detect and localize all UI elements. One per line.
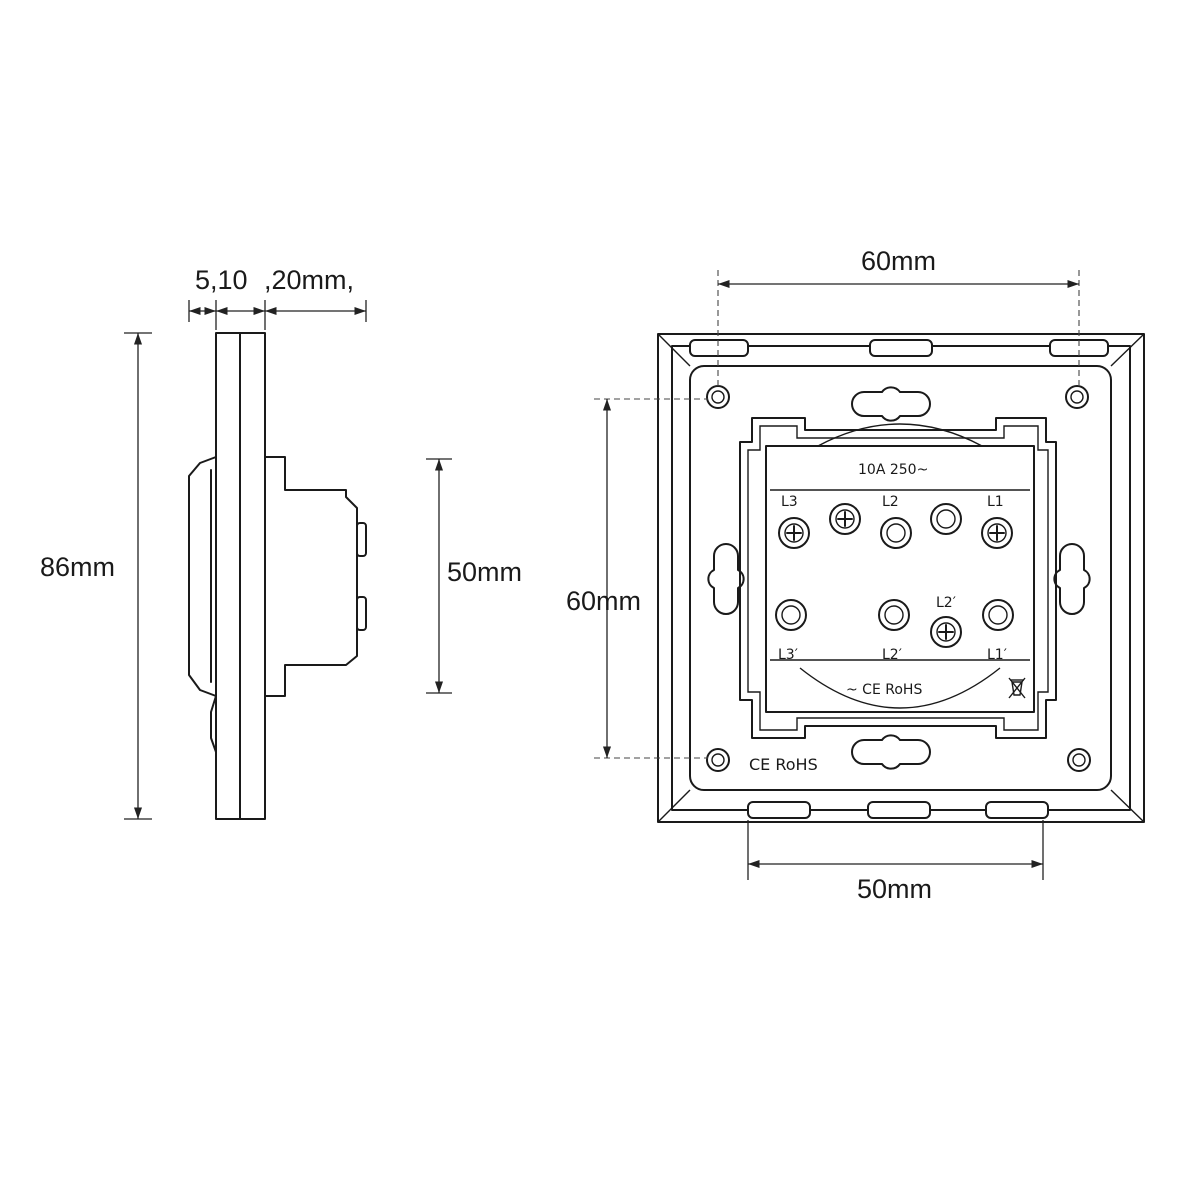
dim-label-thickness-b: ,20mm, bbox=[264, 265, 354, 295]
dim-label-height: 86mm bbox=[40, 552, 115, 582]
terminal-label-L1: L1 bbox=[987, 494, 1004, 510]
terminal-screw-L1 bbox=[981, 517, 1013, 549]
clip-tab-bottom-center bbox=[867, 801, 931, 819]
keyhole-slot-left bbox=[707, 543, 745, 615]
terminal-screw-top-2 bbox=[829, 503, 861, 535]
mechanism-housing-inner bbox=[747, 425, 1049, 731]
back-frame-inner bbox=[689, 365, 1112, 791]
terminal-block-top-arc bbox=[817, 423, 983, 447]
back-plate-outer bbox=[657, 333, 1145, 823]
mounting-hole-top-left bbox=[706, 385, 730, 409]
dim-label-body-height: 50mm bbox=[447, 557, 522, 587]
terminal-screw-L3 bbox=[778, 517, 810, 549]
terminal-screw-L2-prime bbox=[930, 616, 962, 648]
dim-label-top-width: 60mm bbox=[861, 246, 936, 276]
weee-bin-icon bbox=[1008, 677, 1026, 699]
terminal-label-L2-prime-mid: L2′ bbox=[936, 595, 956, 611]
side-body-clip-lower bbox=[356, 596, 367, 631]
rating-label: 10A 250~ bbox=[858, 462, 928, 478]
dim-label-thickness-a: 5,10 bbox=[195, 265, 248, 295]
side-body-outline bbox=[264, 456, 358, 697]
clip-tab-bottom-right bbox=[985, 801, 1049, 819]
side-view: 5,10 ,20mm, 86mm 50mm bbox=[40, 265, 522, 820]
terminal-socket-L2 bbox=[880, 517, 912, 549]
side-body-clip-upper bbox=[356, 522, 367, 557]
terminal-socket-L3-prime bbox=[775, 599, 807, 631]
keyhole-slot-top bbox=[851, 386, 931, 422]
dim-label-left-height: 60mm bbox=[566, 586, 641, 616]
side-rocker-key bbox=[188, 456, 217, 697]
terminal-label-L3-prime: L3′ bbox=[778, 647, 798, 663]
terminal-socket-L1-prime bbox=[982, 599, 1014, 631]
terminal-block-guides bbox=[770, 489, 1030, 661]
mounting-hole-bottom-right bbox=[1067, 748, 1091, 772]
mounting-hole-top-right bbox=[1065, 385, 1089, 409]
plate-marking: CE RoHS bbox=[749, 755, 818, 774]
clip-tab-bottom-left bbox=[747, 801, 811, 819]
mechanism-housing bbox=[739, 417, 1057, 739]
terminal-label-L3: L3 bbox=[781, 494, 798, 510]
keyhole-slot-right bbox=[1053, 543, 1091, 615]
side-rocker-tab bbox=[210, 695, 217, 753]
terminal-block-bottom-arc bbox=[799, 667, 1001, 709]
back-view: 10A 250~ L3 L2 L1 L2′ L3′ L2′ L1′ ~ CE R… bbox=[566, 246, 1145, 904]
terminal-block-outline bbox=[765, 445, 1035, 713]
terminal-label-L1-prime: L1′ bbox=[987, 647, 1007, 663]
clip-tab-top-left bbox=[689, 339, 749, 357]
mounting-hole-bottom-left bbox=[706, 748, 730, 772]
clip-tab-top-center bbox=[869, 339, 933, 357]
dim-label-bottom-width: 50mm bbox=[857, 874, 932, 904]
terminal-label-L2: L2 bbox=[882, 494, 899, 510]
terminal-socket-L2-prime bbox=[878, 599, 910, 631]
terminal-socket-top-4 bbox=[930, 503, 962, 535]
keyhole-slot-bottom bbox=[851, 734, 931, 770]
terminal-label-L2-prime: L2′ bbox=[882, 647, 902, 663]
module-marking: ~ CE RoHS bbox=[846, 682, 922, 698]
